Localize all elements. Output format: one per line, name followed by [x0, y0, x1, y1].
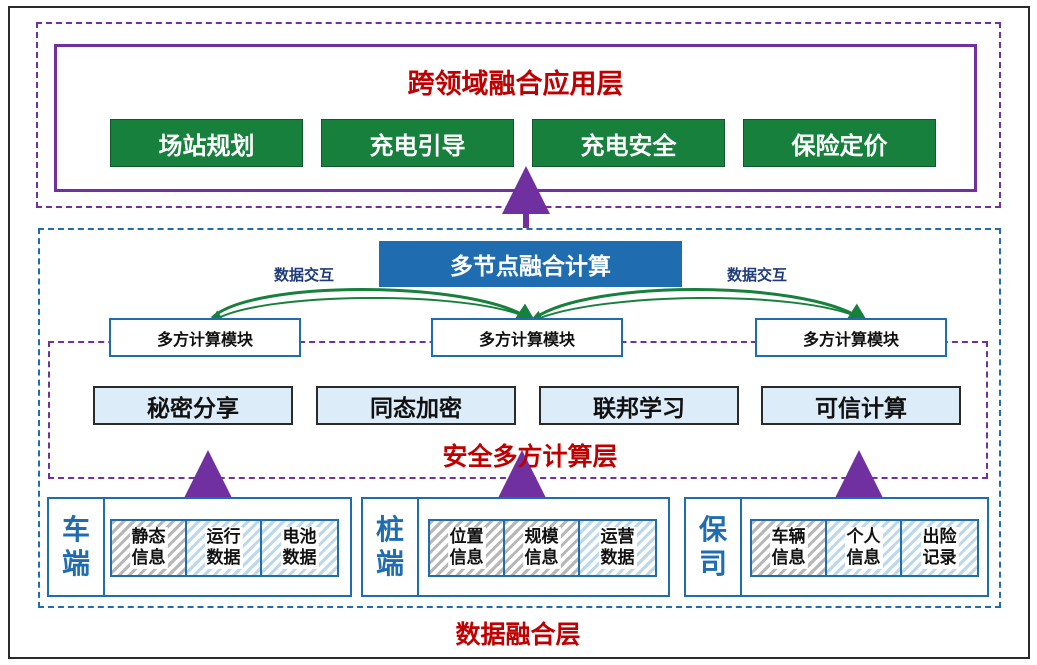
- tech-secret-sharing: 秘密分享: [93, 386, 293, 425]
- data-cell-line1: 规模: [523, 526, 560, 547]
- data-cell-text: 运营数据: [598, 526, 637, 570]
- data-cell-text: 位置信息: [447, 526, 486, 570]
- data-cell-line2: 信息: [523, 548, 560, 568]
- data-cell-line1: 静态: [130, 526, 167, 547]
- data-cell-text: 个人信息: [844, 526, 883, 570]
- data-cell-line1: 车辆: [770, 526, 807, 547]
- data-cell-line1: 个人: [845, 526, 882, 547]
- data-cell-line1: 出险: [921, 526, 958, 547]
- data-cell: 个人信息: [827, 521, 902, 575]
- data-cells: 车辆信息个人信息出险记录: [750, 519, 979, 577]
- data-cells: 静态信息运行数据电池数据: [110, 519, 339, 577]
- data-cell: 运营数据: [580, 521, 655, 575]
- exchange-label-left: 数据交互: [274, 266, 335, 284]
- mpc-module-left: 多方计算模块: [109, 318, 301, 357]
- source-group-insurer: 保司车辆信息个人信息出险记录: [684, 497, 989, 597]
- fusion-compute-box: 多节点融合计算: [379, 241, 682, 287]
- source-group-label: 车端: [49, 499, 105, 595]
- app-button-insurance-pricing: 保险定价: [743, 119, 936, 167]
- data-cell: 运行数据: [187, 521, 262, 575]
- tech-trusted-computing: 可信计算: [761, 386, 961, 425]
- data-cell-line2: 信息: [845, 548, 882, 568]
- source-label-bottom: 司: [698, 547, 727, 580]
- source-label-top: 桩: [375, 513, 404, 547]
- exchange-curve-left-back: [209, 296, 529, 324]
- data-cell-line1: 位置: [448, 526, 485, 547]
- exchange-curve-left: [210, 288, 537, 324]
- data-cell-line2: 记录: [921, 548, 958, 568]
- app-button-charging-safety: 充电安全: [532, 119, 725, 167]
- data-layer-title: 数据融合层: [455, 620, 581, 649]
- data-cell-line2: 数据: [205, 548, 242, 568]
- data-cell-line1: 电池: [281, 526, 318, 547]
- source-group-pile: 桩端位置信息规模信息运营数据: [361, 497, 670, 597]
- source-group-label: 保司: [686, 499, 742, 595]
- data-cell-text: 规模信息: [522, 526, 561, 570]
- exchange-label-right: 数据交互: [727, 266, 788, 284]
- app-layer-title: 跨领域融合应用层: [407, 69, 624, 100]
- source-group-vehicle: 车端静态信息运行数据电池数据: [47, 497, 352, 597]
- data-cell: 规模信息: [505, 521, 580, 575]
- data-cells: 位置信息规模信息运营数据: [428, 519, 657, 577]
- app-button-station-planning: 场站规划: [110, 119, 303, 167]
- diagram-frame: [8, 6, 1030, 659]
- data-cell-line2: 信息: [770, 548, 807, 568]
- data-cell-line2: 数据: [599, 548, 636, 568]
- data-cell: 出险记录: [902, 521, 977, 575]
- exchange-curve-right-back: [528, 296, 861, 324]
- data-cell-line2: 信息: [130, 548, 167, 568]
- exchange-curve-right: [534, 288, 869, 324]
- tech-federated-learning: 联邦学习: [539, 386, 739, 425]
- secure-layer-title: 安全多方计算层: [442, 442, 618, 471]
- data-cell-line1: 运行: [205, 526, 242, 547]
- data-cell-text: 电池数据: [280, 526, 319, 570]
- data-cell: 电池数据: [262, 521, 337, 575]
- source-label-top: 车: [61, 513, 90, 547]
- data-cell-line2: 数据: [281, 548, 318, 568]
- data-cell-text: 车辆信息: [769, 526, 808, 570]
- data-cell-text: 静态信息: [129, 526, 168, 570]
- data-cell-text: 运行数据: [204, 526, 243, 570]
- data-cell-line2: 信息: [448, 548, 485, 568]
- source-label-bottom: 端: [61, 547, 90, 580]
- data-cell: 位置信息: [430, 521, 505, 575]
- tech-homomorphic-encryption: 同态加密: [316, 386, 516, 425]
- data-cell-text: 出险记录: [920, 526, 959, 570]
- data-cell: 车辆信息: [752, 521, 827, 575]
- mpc-module-right: 多方计算模块: [755, 318, 947, 357]
- data-cell: 静态信息: [112, 521, 187, 575]
- app-button-charging-guide: 充电引导: [321, 119, 514, 167]
- data-layer-dashed-border: [38, 228, 1001, 608]
- source-label-top: 保: [698, 513, 727, 547]
- mpc-module-center: 多方计算模块: [431, 318, 623, 357]
- source-group-label: 桩端: [363, 499, 419, 595]
- data-cell-line1: 运营: [599, 526, 636, 547]
- source-label-bottom: 端: [375, 547, 404, 580]
